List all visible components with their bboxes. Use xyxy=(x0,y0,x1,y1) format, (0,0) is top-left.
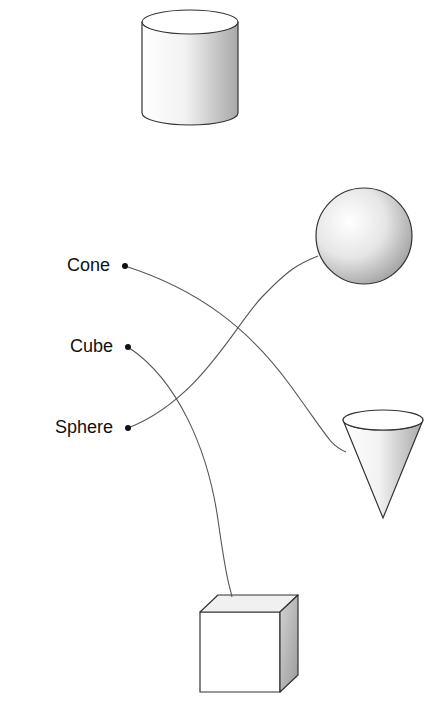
leader-line xyxy=(125,266,346,452)
match-dot xyxy=(125,425,131,431)
cylinder-shape xyxy=(142,10,238,125)
shape-label: Cube xyxy=(70,336,113,358)
shape-label: Cone xyxy=(67,255,110,277)
matching-lines xyxy=(125,256,346,597)
leader-line xyxy=(128,256,318,428)
match-dots xyxy=(122,263,131,431)
match-dot xyxy=(122,263,128,269)
shape-label: Sphere xyxy=(55,417,113,439)
match-dot xyxy=(125,344,131,350)
cube-shape xyxy=(200,595,298,692)
cone-shape xyxy=(343,410,423,518)
leader-line xyxy=(128,347,232,597)
sphere-shape xyxy=(316,188,412,284)
